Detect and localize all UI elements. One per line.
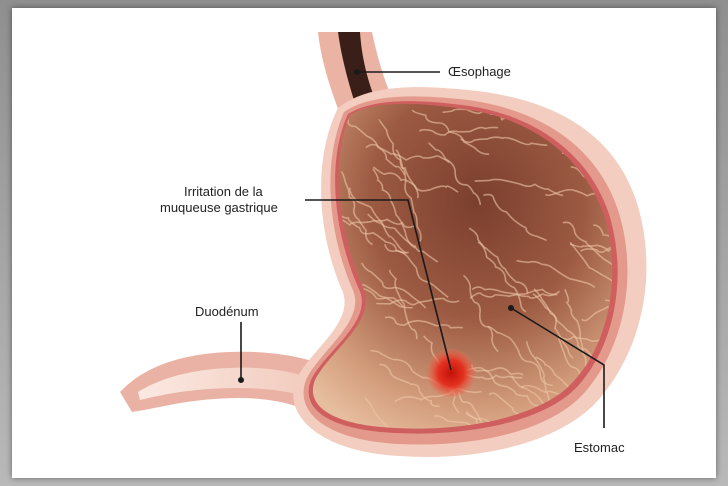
duodenum-leader-dot	[239, 378, 243, 382]
esophagus-label: Œsophage	[448, 64, 511, 79]
irritation-label-line1: Irritation de la	[184, 184, 263, 199]
gastric-fold	[568, 426, 608, 486]
irritation-spot	[427, 349, 475, 397]
esophagus-leader-dot	[355, 70, 359, 74]
stomach-leader-dot	[509, 306, 513, 310]
irritation-label-line2: muqueuse gastrique	[160, 200, 278, 215]
gastric-fold	[576, 103, 660, 120]
stomach-label: Estomac	[574, 440, 625, 455]
duodenum-label: Duodénum	[195, 304, 259, 319]
